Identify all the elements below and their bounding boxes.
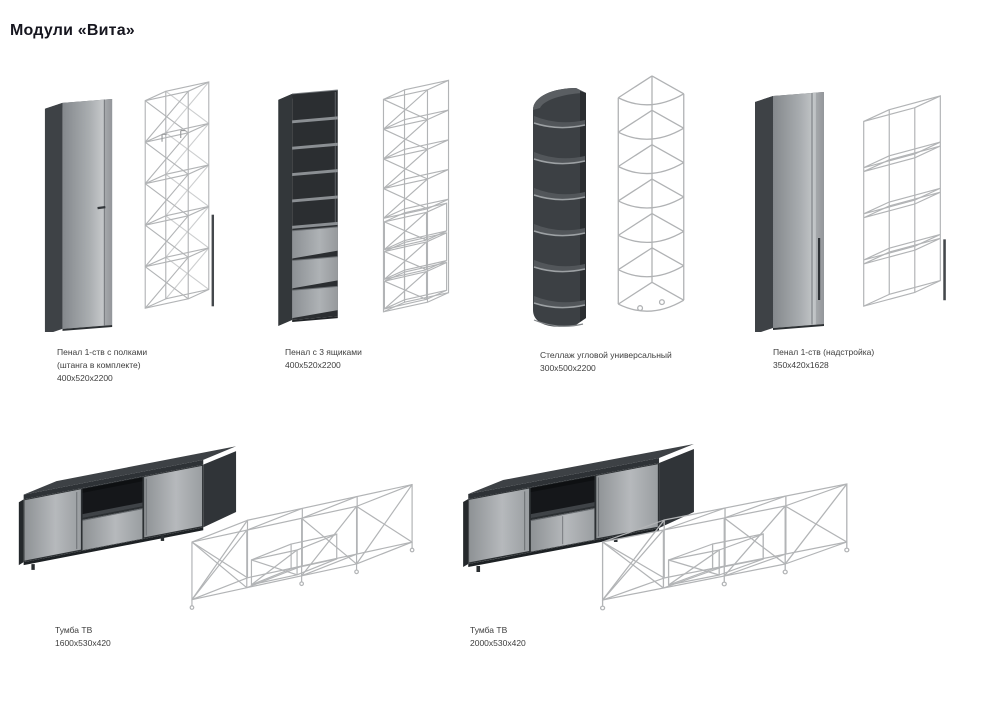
corner-shelves (533, 116, 586, 309)
foot (658, 299, 665, 306)
product-dims: 400х520х2200 (57, 372, 113, 383)
foot (721, 581, 727, 587)
door-handle (818, 238, 821, 300)
product-label: Тумба ТВ 1600х530х420 (55, 624, 111, 650)
penal-3drawer-solid-render (278, 89, 338, 326)
product-label: Пенал 1-ств (надстройка) 350х420х1628 (773, 346, 874, 372)
penal-nadstroyka-wireframe-render (863, 95, 946, 307)
rail-rod (211, 214, 215, 307)
tv-stand-2000-solid-render (463, 444, 694, 572)
door-handle (97, 205, 106, 210)
foot (299, 581, 305, 587)
penal-1stv-solid-render (44, 98, 113, 332)
product-dims: 400х520х2200 (285, 359, 341, 370)
corner-shelf-wireframe-render (617, 75, 685, 312)
foot (160, 535, 165, 541)
page-title: Модули «Вита» (10, 22, 135, 39)
product-label: Тумба ТВ 2000х530х420 (470, 624, 526, 650)
foot (476, 566, 481, 572)
product-name: Тумба ТВ (470, 625, 508, 635)
tv-stand-1600-wireframe-render (189, 483, 415, 610)
product-dims: 350х420х1628 (773, 359, 829, 370)
foot (31, 564, 35, 570)
wire-drawer (667, 533, 764, 586)
wire-drawer (250, 533, 338, 586)
hanging-rail-hooks (161, 130, 186, 142)
product-name: Тумба ТВ (55, 625, 93, 635)
tv-front-panels (468, 462, 660, 564)
product-note: (штанга в комплекте) (57, 359, 141, 370)
drawer-fronts (292, 226, 338, 319)
rail-rod (943, 239, 946, 301)
product-name: Пенал 1-ств с полками (57, 347, 148, 357)
tv-drawer (82, 508, 143, 551)
tv-front-panels (23, 464, 204, 563)
product-label: Пенал 1-ств с полками (штанга в комплект… (57, 346, 147, 384)
product-label: Стеллаж угловой универсальный 300х500х22… (540, 349, 672, 375)
product-dims: 2000х530х420 (470, 637, 526, 648)
foot (354, 569, 359, 575)
product-name: Стеллаж угловой универсальный (540, 350, 672, 360)
wire-drawers (383, 202, 448, 310)
product-name: Пенал 1-ств (надстройка) (773, 347, 875, 357)
product-name: Пенал с 3 ящиками (285, 347, 362, 357)
corner-shelf-solid-render (533, 88, 586, 327)
product-dims: 1600х530х420 (55, 637, 111, 648)
penal-3drawer-wireframe-render (382, 79, 450, 313)
tv-stand-1600-solid-render (18, 446, 237, 570)
foot (409, 547, 415, 553)
foot (189, 605, 195, 610)
product-label: Пенал с 3 ящиками 400х520х2200 (285, 346, 362, 372)
tv-stand-2000-wireframe-render (599, 483, 850, 611)
foot (844, 547, 850, 553)
penal-nadstroyka-solid-render (755, 92, 824, 332)
product-dims: 300х500х2200 (540, 362, 596, 373)
foot (637, 305, 644, 312)
penal-1stv-wireframe-render (144, 81, 215, 309)
foot (599, 605, 606, 611)
foot (782, 569, 788, 575)
